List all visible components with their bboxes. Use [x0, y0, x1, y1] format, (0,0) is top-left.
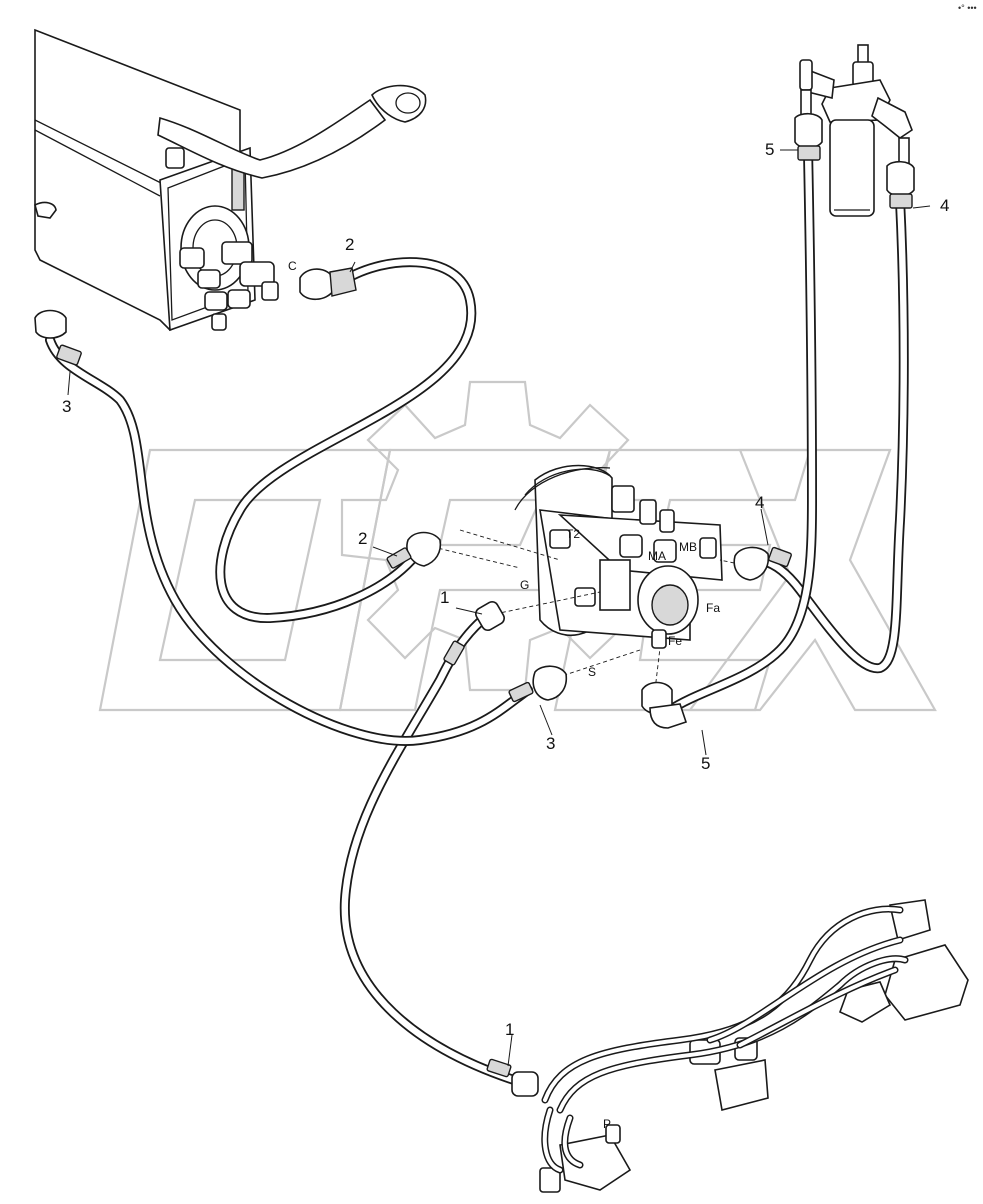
port-label-ma: MA — [648, 549, 666, 563]
hose-5 — [641, 112, 823, 729]
item-label-3: 3 — [546, 734, 555, 753]
valve-cluster — [179, 241, 279, 331]
item-label-5: 5 — [701, 754, 710, 773]
item-label-2: 2 — [358, 529, 367, 548]
port-label-c: C — [288, 259, 297, 273]
hydraulic-pump — [514, 464, 723, 649]
item-label-3: 3 — [62, 397, 71, 416]
item-label-5: 5 — [765, 140, 774, 159]
port-label-p: P — [603, 1117, 611, 1131]
item-leaders — [67, 149, 931, 1067]
port-label-fe: Fe — [668, 634, 682, 648]
tank — [34, 28, 427, 332]
hose-1 — [339, 601, 539, 1097]
steel-tubes — [541, 905, 909, 1174]
port-labels: C G S Fa Fe MB MA T2 P — [288, 259, 720, 1131]
item-label-4: 4 — [940, 196, 949, 215]
hose-2 — [215, 257, 477, 624]
item-label-1: 1 — [440, 588, 449, 607]
port-label-t2: T2 — [566, 527, 580, 541]
item-label-2: 2 — [345, 235, 354, 254]
corner-mark: •° ••• — [958, 3, 977, 13]
item-numbers: 1 1 2 2 3 3 4 4 5 5 — [62, 140, 949, 1039]
port-label-g: G — [520, 578, 529, 592]
filter-assembly — [799, 44, 913, 217]
item-label-4: 4 — [755, 493, 764, 512]
item-label-1: 1 — [505, 1020, 514, 1039]
port-label-fa: Fa — [706, 601, 720, 615]
port-label-mb: MB — [679, 540, 697, 554]
port-label-s: S — [588, 665, 596, 679]
valve-block-assembly — [539, 899, 969, 1193]
watermark-letter-x — [687, 448, 937, 712]
hose-4 — [733, 160, 915, 674]
hose-3 — [34, 309, 568, 746]
